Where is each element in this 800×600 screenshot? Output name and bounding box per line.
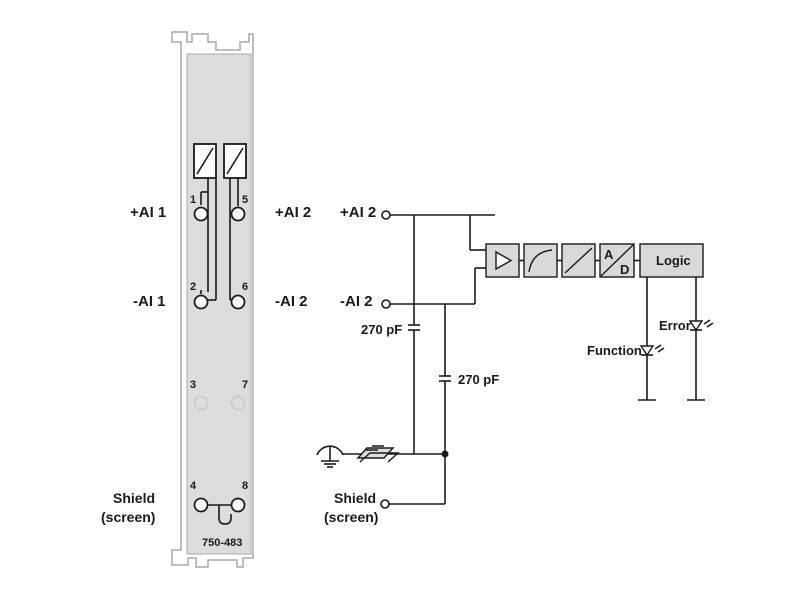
filter-block xyxy=(523,243,558,278)
error-led-label: Error xyxy=(659,318,691,333)
label-ai2-neg-circuit: -AI 2 xyxy=(340,293,373,310)
function-led-icon xyxy=(639,344,665,357)
model-number: 750-483 xyxy=(202,537,242,549)
adc-label-a: A xyxy=(604,247,614,262)
isolator-icon-ch2 xyxy=(223,143,247,179)
adc-label-d: D xyxy=(620,262,629,277)
pin-label-8: 8 xyxy=(242,480,248,492)
din-rail-icon xyxy=(356,445,400,463)
pin-label-5: 5 xyxy=(242,194,248,206)
label-shield-module: Shield xyxy=(113,490,155,506)
logic-label: Logic xyxy=(656,253,691,268)
function-led-label: Function xyxy=(587,343,642,358)
terminal-8 xyxy=(230,497,246,513)
error-led-icon xyxy=(688,319,714,332)
input-node-shield xyxy=(380,499,390,509)
label-ai2-pos-module: +AI 2 xyxy=(275,204,311,221)
isolation-block xyxy=(561,243,596,278)
terminal-2 xyxy=(193,294,209,310)
terminal-1 xyxy=(193,206,209,222)
label-screen-circuit: (screen) xyxy=(324,509,378,525)
adc-block: A D xyxy=(599,243,635,278)
terminal-6 xyxy=(230,294,246,310)
input-node-pos xyxy=(381,210,391,220)
pin-label-7: 7 xyxy=(242,379,248,391)
label-ai1-neg: -AI 1 xyxy=(133,293,166,310)
pin-label-2: 2 xyxy=(190,281,196,293)
pin-label-1: 1 xyxy=(190,194,196,206)
io-module: 1 5 2 6 3 7 4 8 750-483 xyxy=(171,31,254,568)
pin-label-6: 6 xyxy=(242,281,248,293)
input-node-neg xyxy=(381,299,391,309)
pin-label-3: 3 xyxy=(190,379,196,391)
capacitor-2-label: 270 pF xyxy=(458,372,499,387)
terminal-3 xyxy=(193,395,209,411)
amplifier-block xyxy=(485,243,520,278)
logic-block: Logic xyxy=(639,243,704,278)
terminal-4 xyxy=(193,497,209,513)
capacitor-1-label: 270 pF xyxy=(361,322,402,337)
pin-label-4: 4 xyxy=(190,480,197,492)
label-shield-circuit: Shield xyxy=(334,490,376,506)
label-ai2-pos-circuit: +AI 2 xyxy=(340,204,376,221)
junction-dot xyxy=(441,450,449,458)
isolator-icon-ch1 xyxy=(193,143,217,179)
label-ai2-neg-module: -AI 2 xyxy=(275,293,308,310)
label-screen-module: (screen) xyxy=(101,509,155,525)
terminal-7 xyxy=(230,395,246,411)
schematic: +AI 2 -AI 2 270 pF 270 pF xyxy=(316,204,714,525)
earth-ground-icon xyxy=(316,445,344,468)
label-ai1-pos: +AI 1 xyxy=(130,204,166,221)
terminal-5 xyxy=(230,206,246,222)
